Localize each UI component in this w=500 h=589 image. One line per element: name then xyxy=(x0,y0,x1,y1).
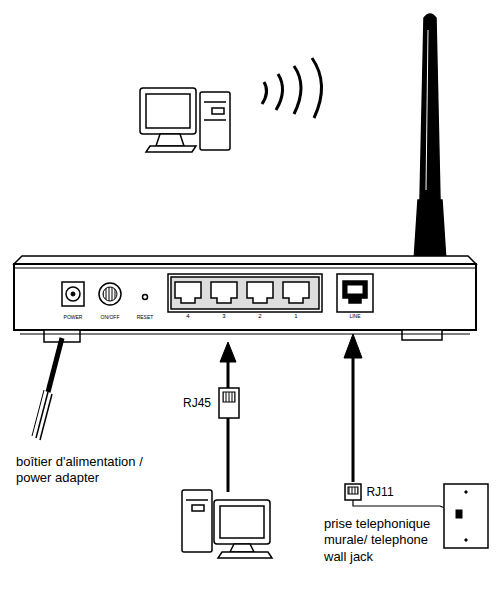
panel-label: POWER xyxy=(64,314,83,320)
rj45-cable xyxy=(219,342,239,492)
port-number: 3 xyxy=(222,313,225,321)
rj11-cable xyxy=(344,334,458,514)
panel-label: LINE xyxy=(349,313,360,319)
wall-jack-label: prise telephonique murale/ telephone wal… xyxy=(324,516,446,565)
wired-computer xyxy=(182,490,272,558)
wireless-computer xyxy=(140,88,230,152)
line-port xyxy=(337,274,373,312)
panel-controls xyxy=(62,282,148,306)
adapter-label: boîtier d'alimentation / power adapter xyxy=(16,454,178,487)
port-number: 1 xyxy=(294,313,297,321)
connector-label: RJ45 xyxy=(182,396,212,411)
lan-ports xyxy=(168,274,322,312)
panel-label: RESET xyxy=(137,314,154,320)
power-cable xyxy=(32,338,62,440)
radio-waves xyxy=(262,58,322,118)
port-number: 4 xyxy=(186,313,189,321)
panel-label: ON/OFF xyxy=(101,314,120,320)
connector-label: RJ11 xyxy=(365,485,394,500)
wall-jack xyxy=(444,484,488,548)
port-number: 2 xyxy=(258,313,261,321)
router-body xyxy=(14,256,476,342)
